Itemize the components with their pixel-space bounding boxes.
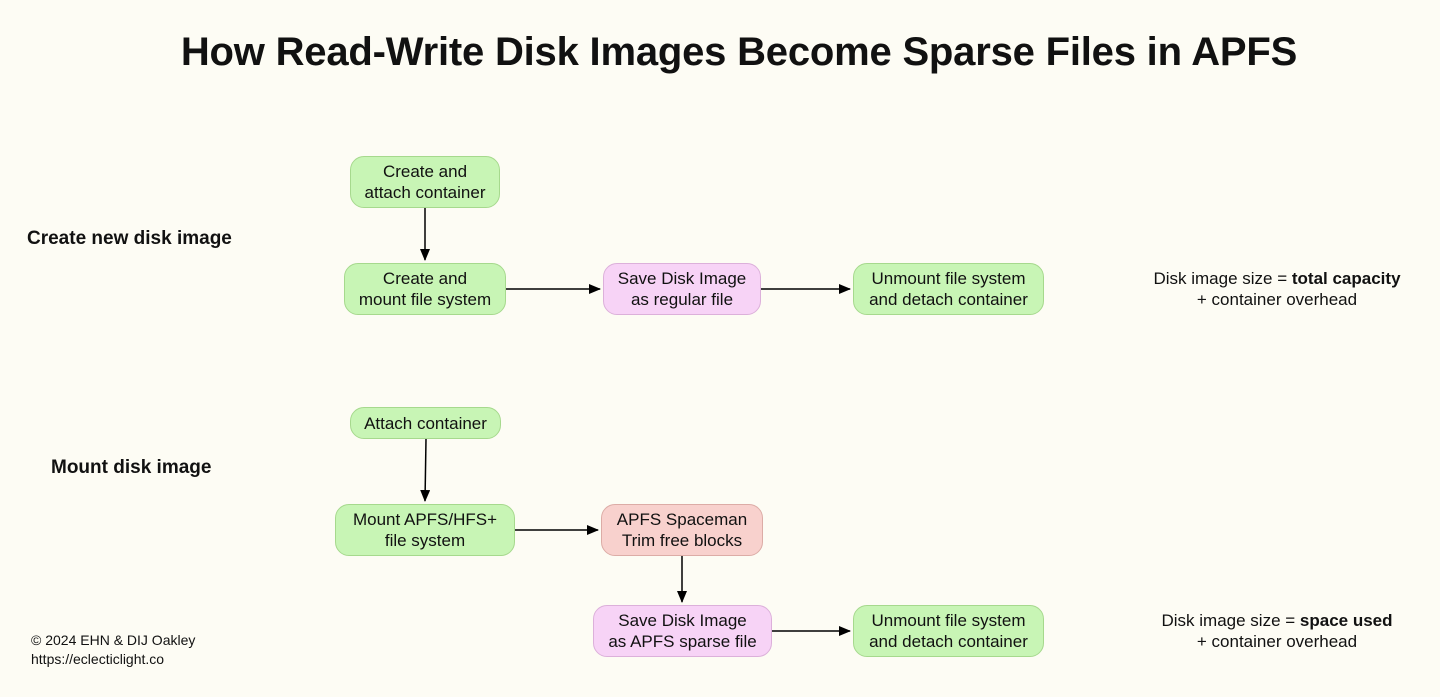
size-note-mount: Disk image size = space used + container… xyxy=(1132,610,1422,652)
site-url: https://eclecticlight.co xyxy=(31,651,165,667)
unmount-detach-box-mount: Unmount file system and detach container xyxy=(853,605,1044,657)
page-title: How Read-Write Disk Images Become Sparse… xyxy=(180,30,1298,74)
save-regular-file-box: Save Disk Image as regular file xyxy=(603,263,761,315)
create-attach-container-box: Create and attach container xyxy=(350,156,500,208)
save-sparse-file-box: Save Disk Image as APFS sparse file xyxy=(593,605,772,657)
attach-container-box: Attach container xyxy=(350,407,501,439)
size-note-create: Disk image size = total capacity + conta… xyxy=(1132,268,1422,310)
unmount-detach-box-create: Unmount file system and detach container xyxy=(853,263,1044,315)
size-note-mount-suffix: + container overhead xyxy=(1196,632,1358,651)
mount-filesystem-box: Mount APFS/HFS+ file system xyxy=(335,504,515,556)
copyright-text: © 2024 EHN & DIJ Oakley xyxy=(31,632,196,648)
size-note-create-suffix: + container overhead xyxy=(1196,290,1358,309)
size-note-create-bold: total capacity xyxy=(1291,269,1401,288)
spaceman-trim-box: APFS Spaceman Trim free blocks xyxy=(601,504,763,556)
section-label-create: Create new disk image xyxy=(27,228,232,249)
section-label-mount: Mount disk image xyxy=(51,457,212,478)
create-mount-filesystem-box: Create and mount file system xyxy=(344,263,506,315)
size-note-create-prefix: Disk image size = xyxy=(1153,269,1292,288)
size-note-mount-bold: space used xyxy=(1299,611,1393,630)
size-note-mount-prefix: Disk image size = xyxy=(1161,611,1300,630)
arrow-attach-to-mount-fs xyxy=(420,438,431,502)
footer-credit: © 2024 EHN & DIJ Oakley https://eclectic… xyxy=(31,631,195,669)
